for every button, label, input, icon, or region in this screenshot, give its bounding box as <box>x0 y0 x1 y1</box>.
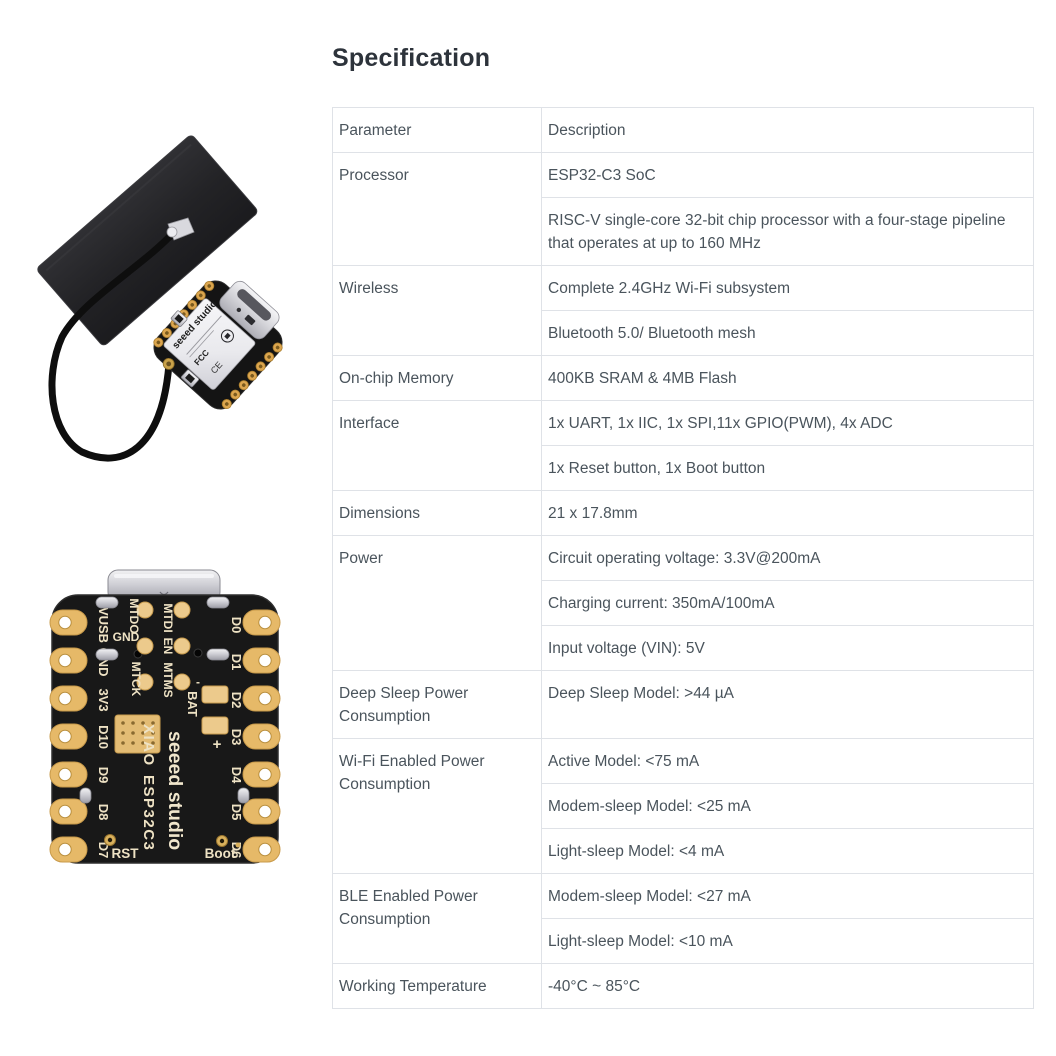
thermal-pad <box>114 714 161 754</box>
product-photo-board-with-antenna: seeed studio FCC CE <box>22 132 300 477</box>
reset-button <box>170 310 188 327</box>
desc-cell: Deep Sleep Model: >44 µA <box>541 670 1034 739</box>
table-header-row: Parameter Description <box>332 107 1034 153</box>
silk-label: MTDI <box>161 603 175 632</box>
param-cell: Power <box>332 535 542 671</box>
boot-button <box>181 369 199 388</box>
bat-minus-label: - <box>196 675 200 689</box>
param-cell: On-chip Memory <box>332 355 542 401</box>
pin-label: D0 <box>229 617 244 634</box>
solder-slots <box>79 596 250 804</box>
desc-cell: RISC-V single-core 32-bit chip processor… <box>541 197 1034 266</box>
desc-cell: Modem-sleep Model: <27 mA <box>541 873 1034 919</box>
antenna-feed-connector <box>166 217 195 241</box>
jtag-pads <box>136 601 191 691</box>
right-edge-pads <box>242 609 281 863</box>
table-row: Light-sleep Model: <10 mA <box>333 918 1034 964</box>
table-row: 1x Reset button, 1x Boot button <box>333 445 1034 491</box>
desc-cell: Charging current: 350mA/100mA <box>541 580 1034 626</box>
pin-label: 3V3 <box>96 688 111 711</box>
desc-cell: Input voltage (VIN): 5V <box>541 625 1034 671</box>
col-header-parameter: Parameter <box>332 107 542 153</box>
pin-label: D1 <box>229 654 244 671</box>
product-photo-board-back: VUSB GND 3V3 D10 D9 D8 D7 D0 D1 D2 D3 D4… <box>42 566 290 884</box>
brand-text: seeed studio <box>164 731 186 850</box>
pin-label: D2 <box>229 692 244 709</box>
param-cell: Deep Sleep Power Consumption <box>332 670 542 739</box>
boot-label: Boot <box>205 846 236 861</box>
table-row: Bluetooth 5.0/ Bluetooth mesh <box>333 310 1034 356</box>
bat-label: BAT <box>185 691 200 717</box>
silk-label: MTDO <box>127 598 141 633</box>
pin-label: D3 <box>229 729 244 746</box>
pin-label: D5 <box>229 804 244 821</box>
pin-label: VUSB <box>96 607 111 643</box>
param-cell: Wi-Fi Enabled Power Consumption <box>332 738 542 874</box>
desc-cell: Active Model: <75 mA <box>541 738 1034 784</box>
pad-holes <box>156 284 280 406</box>
desc-cell: Bluetooth 5.0/ Bluetooth mesh <box>541 310 1034 356</box>
desc-cell: -40°C ~ 85°C <box>541 963 1034 1009</box>
param-cell: BLE Enabled Power Consumption <box>332 873 542 964</box>
model-text-esp32c3: ESP32C3 <box>140 775 157 851</box>
param-cell: Processor <box>332 152 542 266</box>
col-header-description: Description <box>541 107 1034 153</box>
silk-label: MTMS <box>161 662 175 697</box>
rst-label: RST <box>112 846 140 861</box>
silk-label: GND <box>113 630 140 644</box>
silk-label: MTCK <box>129 662 143 697</box>
antenna <box>37 135 258 346</box>
weee-icon <box>220 329 234 343</box>
table-row: Input voltage (VIN): 5V <box>333 625 1034 671</box>
pin-label: D8 <box>96 804 111 821</box>
desc-cell: Modem-sleep Model: <25 mA <box>541 783 1034 829</box>
desc-cell: Light-sleep Model: <4 mA <box>541 828 1034 874</box>
left-edge-pads <box>49 609 88 863</box>
param-cell: Dimensions <box>332 490 542 536</box>
desc-cell: ESP32-C3 SoC <box>541 152 1034 198</box>
pin-label: D7 <box>96 842 111 859</box>
param-cell: Wireless <box>332 265 542 356</box>
pin-label: D10 <box>96 725 111 749</box>
desc-cell: Light-sleep Model: <10 mA <box>541 918 1034 964</box>
desc-cell: Circuit operating voltage: 3.3V@200mA <box>541 535 1034 581</box>
desc-cell: 1x UART, 1x IIC, 1x SPI,11x GPIO(PWM), 4… <box>541 400 1034 446</box>
param-cell: Interface <box>332 400 542 491</box>
pin-label: D9 <box>96 767 111 784</box>
ufl-connector <box>162 357 175 370</box>
antenna-cable <box>48 228 178 462</box>
boot-test-point <box>216 835 241 848</box>
model-text-xiao: XIAO <box>140 724 157 767</box>
table-row: Light-sleep Model: <4 mA <box>333 828 1034 874</box>
param-cell: Working Temperature <box>332 963 542 1009</box>
desc-cell: 1x Reset button, 1x Boot button <box>541 445 1034 491</box>
jtag-labels: MTDO GND MTCK MTDI EN MTMS <box>113 598 175 697</box>
bat-plus-label: + <box>213 736 222 753</box>
table-row: Charging current: 350mA/100mA <box>333 580 1034 626</box>
battery-pads: BAT - + <box>185 675 229 753</box>
silk-label: EN <box>161 638 175 655</box>
xiao-board-front: seeed studio FCC CE <box>153 280 283 410</box>
table-row: RISC-V single-core 32-bit chip processor… <box>333 197 1034 266</box>
usb-c-connector-back <box>107 569 221 603</box>
pin-label: D4 <box>229 767 244 784</box>
desc-cell: 21 x 17.8mm <box>541 490 1034 536</box>
usb-c-connector <box>219 280 280 340</box>
rst-test-point <box>104 834 116 846</box>
desc-cell: 400KB SRAM & 4MB Flash <box>541 355 1034 401</box>
page-title: Specification <box>332 44 491 72</box>
desc-cell: Complete 2.4GHz Wi-Fi subsystem <box>541 265 1034 311</box>
table-row: Working Temperature-40°C ~ 85°C <box>332 963 1034 1009</box>
